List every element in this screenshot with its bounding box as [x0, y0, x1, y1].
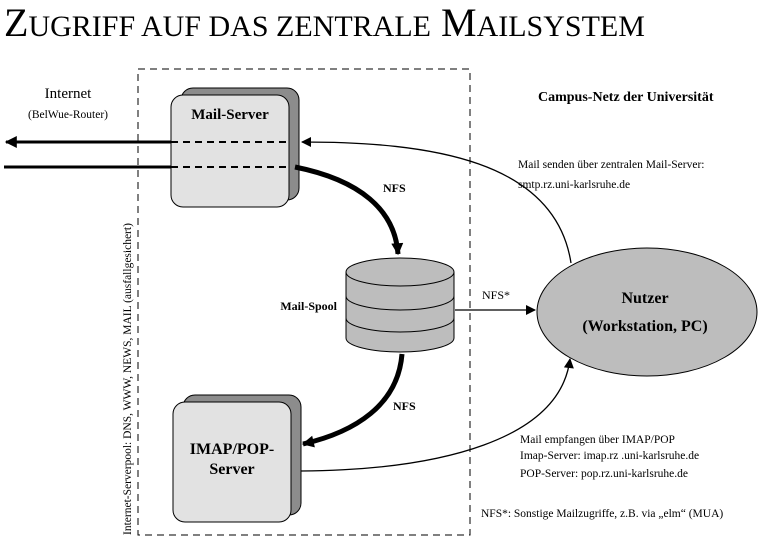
campus-label: Campus-Netz der Universität	[538, 90, 714, 105]
title-initial-1: Z	[4, 0, 28, 45]
title-part-2: AILSYSTEM	[477, 10, 645, 43]
title-part-1: UGRIFF AUF DAS ZENTRALE	[28, 10, 431, 43]
footnote: NFS*: Sonstige Mailzugriffe, z.B. via „e…	[481, 508, 723, 520]
mail-spool-label: Mail-Spool	[280, 299, 337, 313]
internet-sublabel: (BelWue-Router)	[28, 109, 108, 121]
receive-info-line1: Mail empfangen über IMAP/POP	[520, 434, 675, 446]
serverpool-label: Internet-Serverpool: DNS, WWW, NEWS, MAI…	[122, 223, 134, 535]
serverpool-boundary	[137, 68, 471, 536]
mail-server-box	[170, 94, 290, 208]
internet-label: Internet	[45, 86, 92, 102]
imap-server-label-2: Server	[209, 461, 254, 478]
send-info-line1: Mail senden über zentralen Mail-Server:	[518, 159, 704, 171]
receive-info-line3: POP-Server: pop.rz.uni-karlsruhe.de	[520, 468, 688, 480]
imap-server-box	[172, 401, 292, 523]
title-initial-2: M	[441, 0, 477, 45]
nfs-top-label: NFS	[383, 181, 406, 195]
nfs-star-label: NFS*	[482, 288, 510, 302]
page-title: ZUGRIFF AUF DAS ZENTRALE MAILSYSTEM	[4, 0, 645, 45]
send-mail-arrow	[301, 137, 572, 264]
user-label-2: (Workstation, PC)	[582, 318, 707, 335]
send-info-line2: smtp.rz.uni-karlsruhe.de	[518, 179, 630, 191]
imap-server-label-1: IMAP/POP-	[190, 441, 274, 458]
nfs-bottom-label: NFS	[393, 399, 416, 413]
mail-server-label: Mail-Server	[191, 107, 269, 123]
user-label-1: Nutzer	[621, 290, 668, 307]
user-ellipse	[536, 247, 758, 377]
receive-info-line2: Imap-Server: imap.rz .uni-karlsruhe.de	[520, 450, 699, 462]
nfs-arrow-to-imap	[301, 353, 405, 448]
nfs-arrow-to-spool	[294, 164, 404, 256]
mail-spool-cylinder	[345, 257, 455, 353]
receive-mail-arrow	[300, 358, 574, 472]
